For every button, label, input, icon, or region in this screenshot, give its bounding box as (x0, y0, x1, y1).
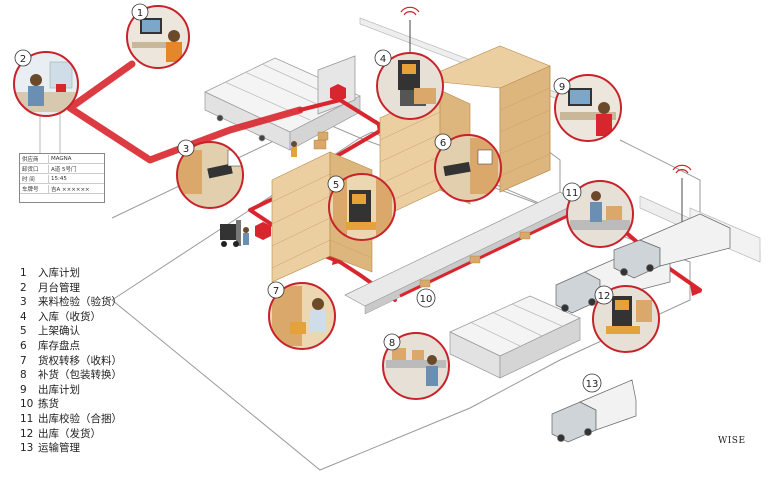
legend-item: 3 来料检验（验货） (20, 295, 122, 310)
card-value: 吉A ×××××× (51, 186, 90, 193)
legend-label: 补货（包装转换） (38, 369, 122, 382)
step-number: 11 (566, 188, 579, 199)
legend-item: 2 月台管理 (20, 281, 122, 296)
outbound-trailers (449, 295, 581, 379)
card-key: 时 间 (20, 174, 49, 183)
step-9-scene (554, 74, 622, 142)
step-number: 1 (137, 8, 143, 19)
step-number: 9 (559, 82, 565, 93)
legend-number: 12 (20, 427, 34, 440)
step-1-scene (126, 5, 190, 69)
legend-number: 9 (20, 383, 27, 396)
worker-figures (243, 141, 297, 245)
step-11-scene (566, 180, 634, 248)
legend-label: 上架确认 (38, 325, 80, 338)
legend-item: 10 拣货 (20, 397, 122, 412)
legend-label: 出库校验（合捆） (38, 412, 122, 425)
inbound-trailers (204, 57, 361, 151)
legend-item: 11 出库校验（合捆） (20, 412, 122, 427)
legend-number: 6 (20, 339, 27, 352)
step-badge: 5 (327, 175, 345, 193)
picking-conveyor (344, 191, 581, 315)
step-number: 8 (389, 338, 395, 349)
truck-icon (551, 213, 731, 443)
legend-label: 货权转移（收料） (38, 354, 122, 367)
step-badge: 2 (14, 49, 32, 67)
legend-item: 1 入库计划 (20, 266, 122, 281)
card-key: 卸货口 (20, 164, 49, 173)
legend-number: 7 (20, 354, 27, 367)
legend-label: 库存盘点 (38, 339, 80, 352)
step-number: 4 (380, 54, 386, 65)
step-badge: 6 (434, 133, 452, 151)
legend-item: 6 库存盘点 (20, 339, 122, 354)
legend-item: 12 出库（发货） (20, 427, 122, 442)
step-6-scene (434, 134, 502, 202)
step-2-scene (13, 51, 79, 117)
box-stack-icon (313, 131, 329, 150)
card-value: A道 5号门 (51, 166, 77, 173)
legend-label: 来料检验（验货） (38, 296, 122, 309)
forklift-icon (220, 220, 241, 247)
legend-label: 入库计划 (38, 267, 80, 279)
card-connector (39, 112, 61, 153)
card-value: 15:45 (51, 175, 67, 182)
step-number: 2 (20, 54, 26, 65)
legend-item: 13 运输管理 (20, 441, 122, 456)
legend-number: 13 (20, 442, 34, 455)
card-row-plate: 车牌号吉A ×××××× (20, 184, 104, 194)
step-number: 13 (586, 379, 599, 390)
legend-item: 4 入库（收货） (20, 310, 122, 325)
step-number: 10 (420, 294, 433, 305)
step-badge: 1 (131, 3, 149, 21)
step-12-scene (592, 285, 660, 353)
step-number: 7 (273, 286, 279, 297)
legend-number: 11 (20, 412, 34, 425)
step-number: 12 (598, 291, 611, 302)
brand-mark: WISE (718, 436, 746, 446)
scan-badge-icon (255, 84, 346, 240)
legend-label: 出库计划 (38, 383, 80, 396)
step-number-badges: 1 2 3 4 5 6 7 8 9 10 11 12 13 (14, 3, 614, 393)
legend-item: 9 出库计划 (20, 383, 122, 398)
legend-number: 5 (20, 325, 27, 338)
legend-number: 8 (20, 369, 27, 382)
legend-number: 10 (20, 398, 34, 411)
step-3-scene (176, 141, 244, 209)
step-badge: 8 (383, 333, 401, 351)
step-number: 5 (333, 180, 339, 191)
step-badge: 11 (562, 182, 582, 202)
step-badge: 13 (582, 373, 602, 393)
step-badge: 12 (594, 285, 614, 305)
process-legend: 1 入库计划 2 月台管理 3 来料检验（验货） 4 入库（收货） 5 上架确认 6 库存盘… (20, 266, 122, 456)
step-number: 6 (440, 138, 446, 149)
step-badge: 7 (267, 281, 285, 299)
step-badge: 3 (177, 139, 195, 157)
legend-number: 3 (20, 296, 27, 309)
legend-item: 7 货权转移（收料） (20, 354, 122, 369)
step-5-scene (328, 173, 396, 241)
step-number: 3 (183, 144, 189, 155)
card-key: 车牌号 (20, 184, 49, 193)
legend-item: 8 补货（包装转换） (20, 368, 122, 383)
step-badge: 9 (553, 77, 571, 95)
legend-label: 出库（发货） (38, 427, 101, 440)
legend-item: 5 上架确认 (20, 324, 122, 339)
card-value: MAGNA (51, 155, 72, 162)
legend-label: 运输管理 (38, 442, 80, 455)
card-key: 供应商 (20, 154, 49, 163)
step-badge: 4 (374, 49, 392, 67)
legend-number: 1 (20, 267, 27, 279)
legend-label: 月台管理 (38, 281, 80, 294)
legend-label: 拣货 (38, 398, 59, 411)
legend-number: 2 (20, 281, 27, 294)
legend-number: 4 (20, 310, 27, 323)
legend-label: 入库（收货） (38, 310, 101, 323)
step-badge: 10 (416, 288, 436, 308)
